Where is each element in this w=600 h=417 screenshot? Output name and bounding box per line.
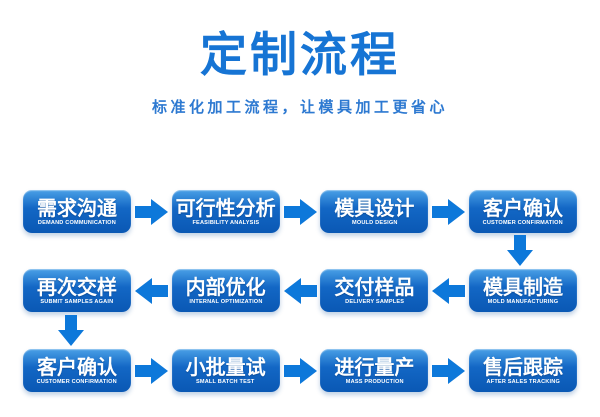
flow-connector [428, 357, 469, 384]
flow-connector [428, 198, 469, 225]
flow-step-mass-production: 进行量产 MASS PRODUCTION [320, 349, 429, 392]
step-caption: DELIVERY SAMPLES [344, 298, 404, 305]
arrow-left-icon [134, 277, 168, 304]
step-title: 模具设计 [334, 198, 415, 220]
step-title: 客户确认 [37, 357, 117, 379]
arrow-right-icon [134, 357, 168, 384]
step-caption: MASS PRODUCTION [345, 378, 404, 385]
step-title: 模具制造 [483, 277, 564, 299]
step-caption: SMALL BATCH TEST [196, 378, 255, 385]
flow-step-feasibility-analysis: 可行性分析 FEASIBILITY ANALYSIS [171, 190, 280, 233]
arrow-down-icon [507, 235, 533, 266]
step-caption: INTERNAL OPTIMIZATION [189, 298, 263, 305]
flow-connector [131, 198, 172, 225]
flow-step-mould-design: 模具设计 MOULD DESIGN [320, 190, 429, 233]
flow-connector [280, 277, 321, 304]
step-title: 再次交样 [37, 277, 117, 299]
step-title: 需求沟通 [37, 198, 117, 220]
step-title: 客户确认 [483, 198, 564, 220]
flow-row-3: 客户确认 CUSTOMER CONFIRMATION 小批量试 SMALL BA… [23, 349, 578, 392]
step-title: 交付样品 [334, 277, 415, 299]
flow-row-1: 需求沟通 DEMAND COMMUNICATION 可行性分析 FEASIBIL… [23, 190, 578, 233]
flow-step-delivery-samples: 交付样品 DELIVERY SAMPLES [320, 269, 429, 312]
flow-step-after-sales-tracking: 售后跟踪 AFTER SALES TRACKING [469, 349, 578, 392]
flow-connector [131, 357, 172, 384]
step-title: 进行量产 [334, 357, 415, 379]
step-caption: CUSTOMER CONFIRMATION [482, 219, 564, 226]
flow-step-internal-optimization: 内部优化 INTERNAL OPTIMIZATION [171, 269, 280, 312]
flow-connector [428, 277, 469, 304]
step-caption: CUSTOMER CONFIRMATION [36, 378, 118, 385]
arrow-right-icon [283, 357, 317, 384]
flow-step-customer-confirmation-2: 客户确认 CUSTOMER CONFIRMATION [23, 349, 131, 392]
flow-step-small-batch-test: 小批量试 SMALL BATCH TEST [171, 349, 280, 392]
arrow-left-icon [432, 277, 466, 304]
step-caption: MOULD DESIGN [351, 219, 398, 226]
flow-step-customer-confirmation-1: 客户确认 CUSTOMER CONFIRMATION [469, 190, 578, 233]
arrow-left-icon [283, 277, 317, 304]
arrow-right-icon [283, 198, 317, 225]
flow-connector [280, 357, 321, 384]
step-caption: SUBMIT SAMPLES AGAIN [40, 298, 114, 305]
step-caption: DEMAND COMMUNICATION [38, 219, 117, 226]
arrow-down-icon [58, 315, 84, 346]
step-title: 可行性分析 [175, 198, 276, 220]
flow-step-demand-communication: 需求沟通 DEMAND COMMUNICATION [23, 190, 131, 233]
step-title: 小批量试 [185, 357, 266, 379]
arrow-right-icon [432, 357, 466, 384]
arrow-right-icon [134, 198, 168, 225]
page-title: 定制流程 [200, 28, 400, 81]
step-title: 售后跟踪 [483, 357, 564, 379]
arrow-right-icon [432, 198, 466, 225]
step-title: 内部优化 [185, 277, 266, 299]
flow-row-2: 再次交样 SUBMIT SAMPLES AGAIN 内部优化 INTERNAL … [23, 269, 578, 312]
step-caption: FEASIBILITY ANALYSIS [192, 219, 260, 226]
flow-connector [280, 198, 321, 225]
flow-connector [131, 277, 172, 304]
flow-step-submit-samples-again: 再次交样 SUBMIT SAMPLES AGAIN [23, 269, 131, 312]
flow-step-mold-manufacturing: 模具制造 MOLD MANUFACTURING [469, 269, 578, 312]
step-caption: MOLD MANUFACTURING [487, 298, 559, 305]
page-subtitle: 标准化加工流程，让模具加工更省心 [151, 99, 448, 116]
step-caption: AFTER SALES TRACKING [486, 378, 560, 385]
